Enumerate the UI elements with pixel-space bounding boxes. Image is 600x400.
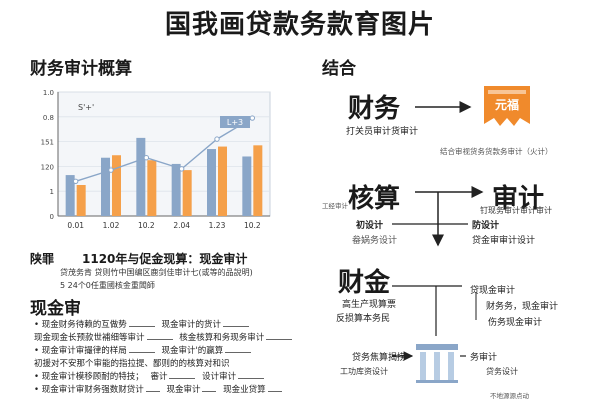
list-item-1: • 现金财务待赖的互做势 现金审计的货计 (34, 318, 249, 330)
chart-y-tick-label: 151 (41, 139, 54, 147)
right-item-3: 伤务现金审计 (488, 318, 543, 328)
chart-bar (242, 156, 252, 216)
chart-bar (218, 146, 227, 216)
verify-sub: 初设计 (356, 221, 384, 231)
chart-subtitle: 陕罪 (30, 252, 55, 266)
chart-svg: 1.0 0.8 151 120 1 0 0.01 1.02 10.2 2.04 1.23 10.2 S'… (41, 89, 271, 230)
chart-bar (65, 175, 75, 216)
right-item-1: 贷现金审计 (470, 286, 516, 296)
audit-sub: 钉现务审计审计审计 (480, 206, 552, 215)
chart-x-tick-label: 10.2 (244, 221, 261, 230)
finance-label: 财务 (348, 94, 401, 124)
chart-x-tick-label: 1.23 (209, 221, 226, 230)
chart-y-tick-label: 120 (41, 163, 54, 171)
chart-overlay-point (178, 166, 185, 172)
chart-x-tick-label: 2.04 (173, 221, 190, 230)
bank-building-icon (414, 340, 460, 384)
list-item-4: 初援对不安那个审能的指拉提、鄙则的的核算对和识 (34, 359, 230, 369)
logo-box: 元福 (478, 78, 536, 132)
chart-plot-area (57, 91, 271, 217)
footer-text: 不地源源点动 (490, 392, 529, 400)
bottom-right-label: 务审计 (470, 353, 498, 363)
list-item-2: 现金现金长预款世補细等审计 核金核算和务现务审计 (34, 331, 293, 343)
list-item-3: • 现金审计审撮律的样局 现金审计'的赢算 (34, 344, 252, 356)
logo-icon (484, 86, 530, 126)
right-item-2: 财务务，现金审计 (486, 302, 559, 312)
chart-bar (171, 163, 181, 216)
bottom-left-label: 贷务焦算揭捞 (352, 353, 407, 363)
chart-overlay-point (249, 115, 256, 121)
chart-overlay-point (72, 178, 79, 184)
finance-sub: 打关员审计货审计 (346, 127, 419, 137)
logo-caption: 结合审视货务货款务审计（火计） (440, 147, 553, 156)
bottom-left-sub: 工功库资设计 (340, 367, 388, 376)
caption-line-1: 贷茂务肯 贷则竹中国编区鹿剑佳审计七(或等的品說明) (60, 268, 253, 277)
fund-label: 财金 (338, 268, 391, 298)
fund-sub1: 高生产现算票 (342, 300, 397, 310)
chart-bar (112, 155, 121, 216)
chart-caption: 1120年与促金现算：现金审计 (82, 252, 248, 266)
caption-line-2: 5 24个0任重國核金重闆師 (60, 281, 155, 290)
fund-sub2: 反损算本务民 (336, 314, 391, 324)
chart-y-tick-label: 0.8 (43, 114, 54, 122)
chart-x-tick-label: 0.01 (67, 221, 84, 230)
verify-label: 核算 (348, 184, 401, 214)
chart-bar (147, 160, 157, 216)
chart-embedded-label: L+3 (227, 118, 243, 127)
chart-bar (101, 157, 110, 216)
audit-sub3: 贷金审审计设计 (472, 236, 536, 246)
page-title: 国我画贷款务款育图片 (164, 10, 435, 40)
audit-sub2: 防设计 (472, 221, 500, 231)
chart-x-tick-label: 1.02 (103, 221, 120, 230)
chart-y-tick-label: 0 (50, 213, 54, 221)
chart-embedded-label: S'+' (78, 103, 94, 112)
chart-bar (76, 185, 86, 216)
list-item-5: • 现金审计模移顾耐的特技； 審计 设计审计 (34, 370, 265, 382)
chart-overlay-point (108, 167, 114, 173)
bottom-right-sub: 贷务设计 (486, 367, 518, 376)
chart-y-tick-label: 1 (50, 188, 54, 196)
section-title-left: 财务审计概算 (30, 59, 132, 79)
bar-chart: 1.0 0.8 151 120 1 0 0.01 1.02 10.2 2.04 1.23 10.2 S'… (30, 84, 280, 234)
chart-overlay-point (143, 155, 150, 161)
chart-y-tick-label: 1.0 (43, 89, 54, 97)
chart-bar (207, 149, 216, 216)
chart-bar (253, 145, 263, 216)
list-item-6: • 现金审计审财务强数财贷计 现金审计 现金业贷算 (34, 383, 282, 395)
chart-overlay-line (75, 117, 253, 182)
chart-embedded-box (220, 116, 250, 128)
verify-sub2: 畚娲务设计 (352, 236, 398, 246)
chart-overlay-point (214, 136, 220, 142)
logo-text: 元福 (494, 98, 519, 112)
chart-x-tick-label: 10.2 (138, 221, 155, 230)
list-title: 现金审 (30, 299, 81, 319)
audit-label: 审计 (492, 184, 545, 214)
section-title-right: 结合 (322, 59, 356, 79)
verify-tiny: 工经审计 (322, 202, 348, 210)
chart-bar (136, 137, 146, 216)
chart-bar (182, 170, 192, 216)
